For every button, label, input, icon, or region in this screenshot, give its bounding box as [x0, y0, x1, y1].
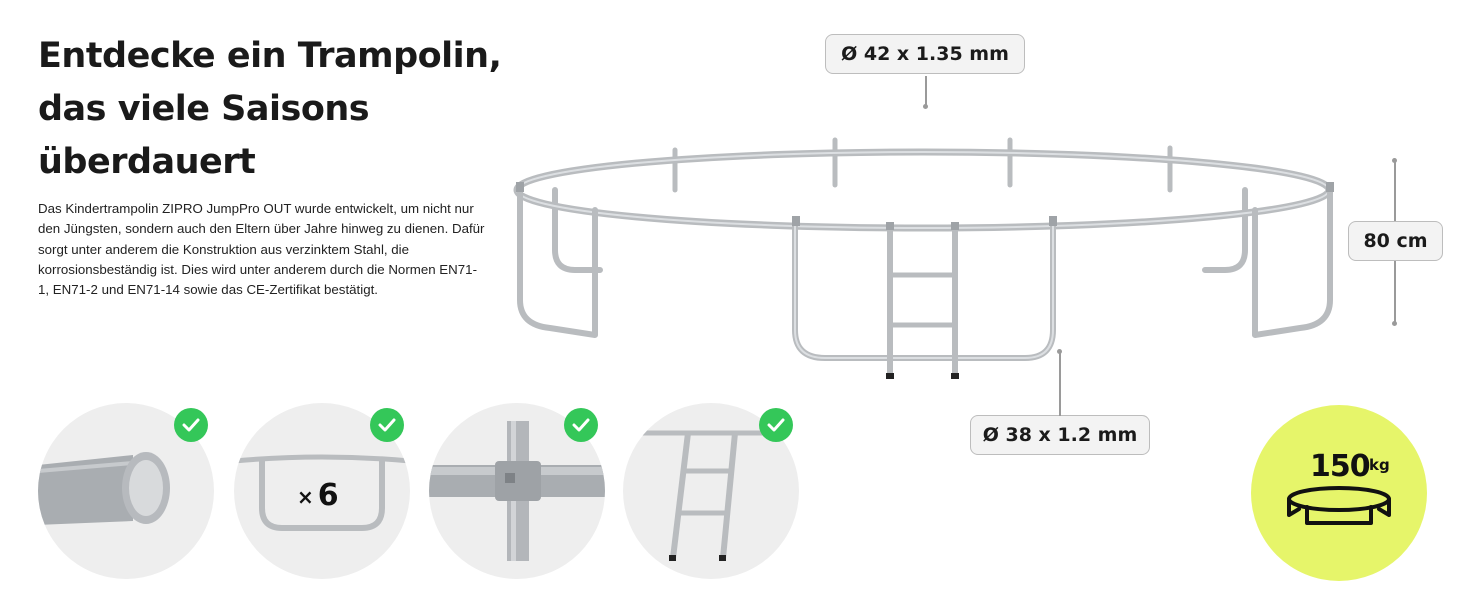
top-tube-leader-line: [925, 76, 927, 106]
trampoline-icon: [1287, 486, 1391, 525]
page-title: Entdecke ein Trampolin, das viele Saison…: [38, 30, 558, 189]
product-description: Das Kindertrampolin ZIPRO JumpPro OUT wu…: [38, 201, 485, 298]
leg-count-value: 6: [317, 478, 339, 513]
max-load-badge: [1251, 405, 1427, 581]
title-line-1: Entdecke ein Trampolin,: [38, 36, 502, 76]
top-tube-leader-dot: [923, 104, 928, 109]
check-icon: [759, 408, 793, 442]
title-line-3: überdauert: [38, 142, 256, 182]
ladder-icon: [623, 430, 799, 561]
trampoline-frame-illustration: [513, 137, 1334, 379]
height-dot-bottom: [1392, 321, 1397, 326]
leg-tube-dimension-label: Ø 38 x 1.2 mm: [970, 415, 1150, 455]
connector-icon: [429, 421, 605, 561]
tube-icon: [38, 452, 170, 525]
check-icon: [564, 408, 598, 442]
height-dimension-label: 80 cm: [1348, 221, 1443, 261]
leg-tube-leader-line: [1059, 352, 1061, 416]
top-tube-dimension-label: Ø 42 x 1.35 mm: [825, 34, 1025, 74]
u-leg-icon: [234, 454, 410, 531]
title-line-2: das viele Saisons: [38, 89, 370, 129]
max-load-unit: kg: [1369, 456, 1390, 474]
leg-tube-leader-dot: [1057, 349, 1062, 354]
height-dot-top: [1392, 158, 1397, 163]
max-load-value: 150: [1310, 449, 1371, 484]
feature-t-connector: [429, 403, 605, 579]
leg-count-label: ×6: [297, 478, 339, 513]
check-icon: [370, 408, 404, 442]
check-icon: [174, 408, 208, 442]
multiply-sign: ×: [297, 484, 314, 509]
